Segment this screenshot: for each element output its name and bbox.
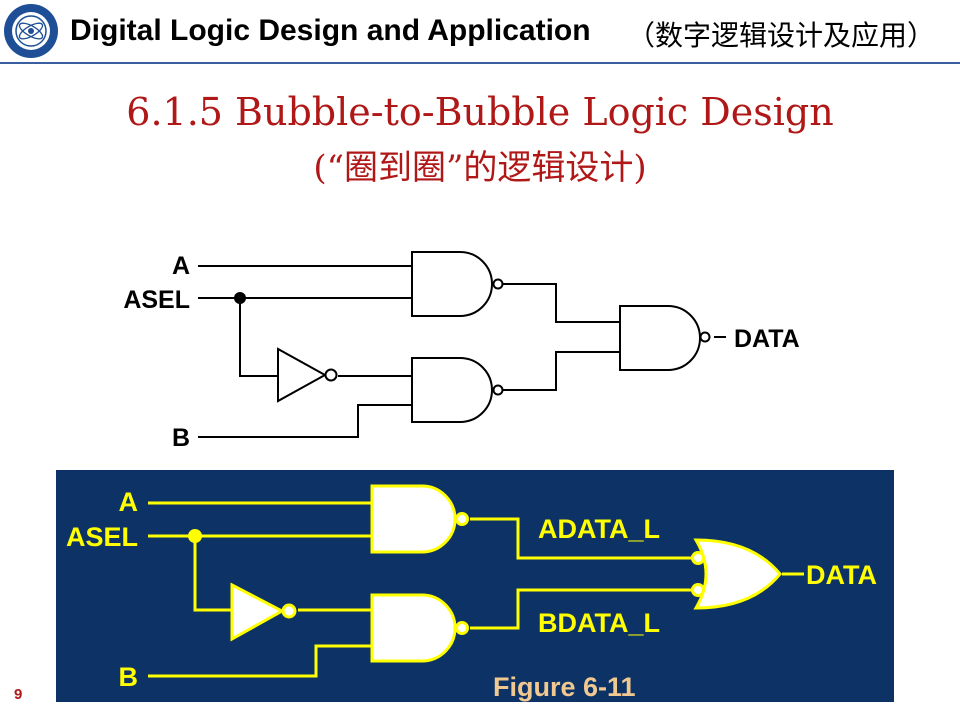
label-a: A [119, 487, 139, 517]
course-title: Digital Logic Design and Application [70, 14, 591, 47]
label-data: DATA [734, 325, 800, 353]
slide-subtitle: (“圈到圈”的逻辑设计) [313, 148, 647, 188]
label-a: A [172, 252, 190, 280]
inverter-bubble [281, 603, 297, 619]
nand-gate-3-bubble [699, 331, 711, 343]
wire-b [148, 644, 372, 678]
wire-bdata [470, 588, 696, 630]
slide-title: 6.1.5 Bubble-to-Bubble Logic Design [126, 90, 834, 134]
label-bdata-l: BDATA_L [538, 608, 660, 638]
wire-asel-branch [239, 298, 278, 377]
wire-nand2-out [503, 351, 620, 391]
inverter-bubble [324, 368, 338, 382]
course-title-chinese: （数字逻辑设计及应用） [627, 19, 936, 52]
nand-gate-2 [411, 357, 493, 423]
figure-caption: Figure 6-11 [493, 672, 636, 702]
university-logo-icon [4, 4, 58, 58]
nand-gate-2-bubble [492, 384, 504, 396]
inverter-gate [230, 582, 286, 642]
and-gate-1-bubble [455, 512, 469, 526]
nand-gate-1 [411, 251, 493, 317]
or-gate-bubble-1 [691, 551, 705, 565]
label-b: B [119, 662, 139, 692]
label-adata-l: ADATA_L [538, 514, 660, 544]
header-divider [0, 62, 960, 64]
nand-gate-3 [619, 305, 701, 371]
and-gate-1 [370, 484, 457, 554]
nand-gate-1-bubble [492, 278, 504, 290]
wire-asel-branch [193, 536, 232, 612]
circuit-diagram-top: A ASEL B DATA [123, 251, 800, 452]
or-gate-bubble-2 [691, 583, 705, 597]
label-asel: ASEL [66, 522, 138, 552]
wire-b [198, 404, 412, 438]
and-gate-2 [370, 593, 457, 663]
page-number: 9 [14, 686, 23, 703]
label-asel: ASEL [123, 286, 190, 314]
label-data: DATA [806, 560, 877, 590]
inverter-gate [277, 347, 328, 403]
and-gate-2-bubble [455, 621, 469, 635]
or-gate [693, 538, 782, 610]
junction-dot [188, 529, 202, 543]
wire-adata [470, 517, 696, 560]
label-b: B [172, 424, 190, 452]
wire-nand1-out [503, 283, 620, 323]
junction-dot [234, 292, 246, 304]
